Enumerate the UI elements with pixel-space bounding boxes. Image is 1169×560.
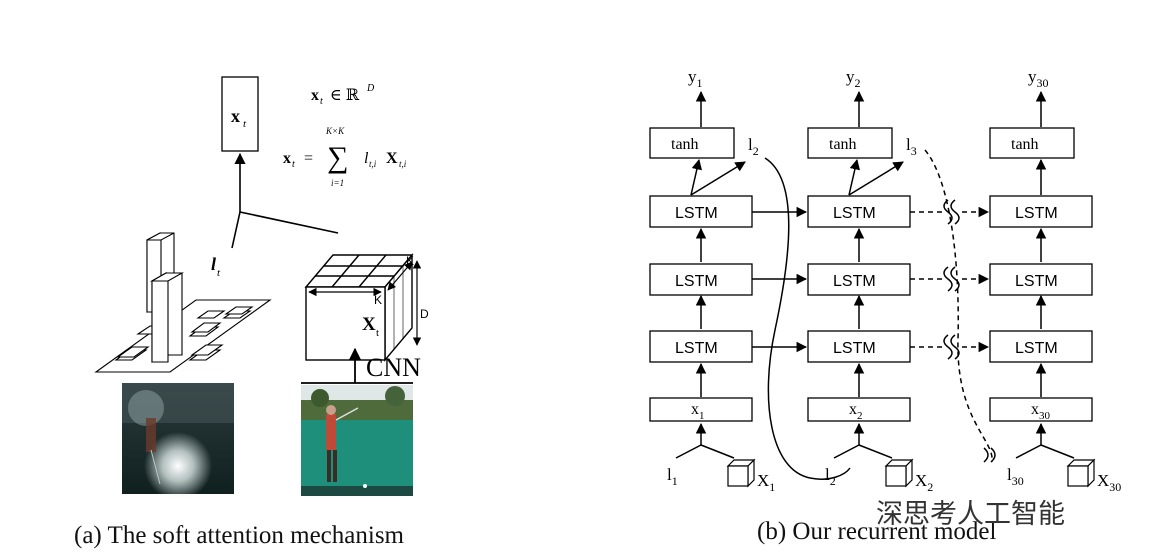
output-label-1: y1 (688, 67, 703, 90)
lstm-label: LSTM (675, 273, 718, 290)
equation-xt-in-rd: x t ∈ ℝ D (311, 83, 375, 107)
svg-text:K×K: K×K (325, 126, 345, 136)
location-label-3: l30 (1007, 465, 1024, 488)
lstm-box (649, 195, 753, 228)
svg-text:t: t (292, 159, 295, 170)
lstm-label: LSTM (1015, 205, 1058, 222)
tanh-label: tanh (1011, 136, 1039, 153)
lstm-box (989, 330, 1093, 363)
merge-line (1015, 444, 1042, 459)
frame-cube-front (885, 465, 907, 487)
feature-cube (304, 253, 414, 362)
merge-arrow (231, 152, 339, 249)
svg-text:t: t (320, 96, 323, 107)
location-label-2: l2 (825, 465, 836, 488)
svg-text:l: l (364, 150, 369, 167)
tanh-box (807, 127, 893, 159)
lstm-box (807, 263, 911, 296)
next-location-label-2: l2 (748, 135, 759, 158)
svg-text:t,i: t,i (369, 159, 377, 169)
tanh-label: tanh (829, 136, 857, 153)
svg-text:∑: ∑ (327, 141, 348, 174)
tanh-label: tanh (671, 136, 699, 153)
cube-dimensions (308, 260, 422, 346)
svg-text:X: X (386, 150, 398, 167)
merge-line (858, 444, 893, 459)
merge-line (700, 444, 735, 459)
input-box (649, 397, 753, 422)
frame-label-3: X30 (1097, 471, 1121, 494)
output-label-2: y2 (846, 67, 861, 90)
cnn-arrow (301, 347, 413, 384)
output-label-3: y30 (1028, 67, 1049, 90)
cube-k-front-label: K (374, 293, 382, 307)
lstm-label: LSTM (675, 340, 718, 357)
cube-d-label: D (420, 307, 429, 321)
svg-text:D: D (366, 83, 375, 94)
cube-x-label: X (362, 314, 376, 335)
frame-cube-front (1067, 465, 1089, 487)
lstm-label: LSTM (675, 205, 718, 222)
merge-line (1040, 444, 1075, 459)
location-label-1: l1 (667, 465, 678, 488)
to-tanh-arrow (848, 158, 861, 196)
lstm-label: LSTM (833, 205, 876, 222)
lstm-box (807, 330, 911, 363)
cnn-label: CNN (366, 353, 421, 382)
svg-text:∈ ℝ: ∈ ℝ (330, 87, 360, 104)
next-location-label-3: l3 (906, 135, 917, 158)
xt-sub: t (243, 118, 247, 130)
tanh-box (649, 127, 735, 159)
merge-line (675, 444, 702, 459)
to-location-arrow (848, 161, 904, 196)
lstm-box (649, 263, 753, 296)
input-box (989, 397, 1093, 422)
cube-k-top-label: K (406, 254, 414, 268)
lstm-label: LSTM (833, 340, 876, 357)
merge-line (833, 444, 860, 459)
attention-frame-image (122, 383, 234, 500)
panel-a: x t x t ∈ ℝ D x t = K×K ∑ i=1 l t,i X t,… (94, 76, 429, 500)
svg-text:x: x (311, 87, 319, 104)
lstm-label: LSTM (1015, 273, 1058, 290)
input-box (807, 397, 911, 422)
tanh-box (989, 127, 1075, 159)
lt-label: l (211, 254, 216, 274)
lstm-label: LSTM (833, 273, 876, 290)
location-feedback (764, 149, 996, 480)
frame-cube-front (727, 465, 749, 487)
svg-text:t,i: t,i (399, 159, 407, 169)
watermark-text: 深思考人工智能 (876, 499, 1065, 530)
svg-text:i=1: i=1 (331, 178, 344, 188)
to-tanh-arrow (690, 158, 703, 196)
svg-text:t: t (217, 267, 221, 279)
svg-text:=: = (304, 150, 313, 167)
attention-map (94, 232, 272, 373)
svg-text:t: t (376, 327, 379, 339)
caption-a: (a) The soft attention mechanism (74, 522, 404, 549)
lstm-label: LSTM (1015, 340, 1058, 357)
lt-label-group: l t (211, 254, 221, 279)
equation-xt-sum: x t = K×K ∑ i=1 l t,i X t,i (283, 126, 407, 188)
to-location-arrow (690, 161, 746, 196)
lstm-box (989, 195, 1093, 228)
frame-label-1: X1 (757, 471, 775, 494)
lstm-box (807, 195, 911, 228)
frame-label-2: X2 (915, 471, 933, 494)
xt-vector-box: x t (221, 76, 259, 152)
caption-b: (b) Our recurrent model (757, 518, 997, 545)
xt-label: x (231, 106, 240, 126)
svg-text:x: x (283, 150, 291, 167)
input-frame-image (301, 385, 413, 496)
